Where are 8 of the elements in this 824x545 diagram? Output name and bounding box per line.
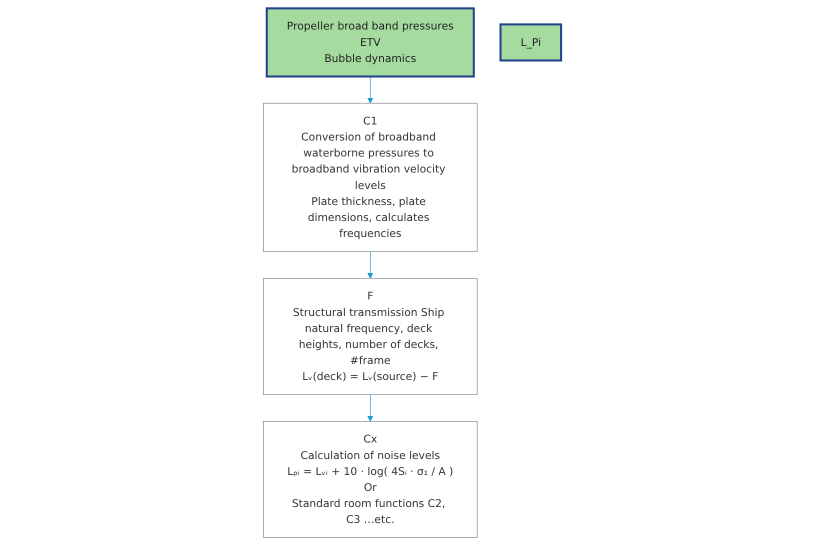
node-box: L_Pi [499,22,562,61]
arrow [367,76,373,104]
node-box: F Structural transmission Ship natural frequency, deck heights, number of decks, #frame Lᵥ(deck) = Lᵥ(source) − F [262,278,478,394]
node-box: Cx Calculation of noise levels Lₚᵢ = Lᵥᵢ + 10 · log( 4Sᵢ · σ₁ / A ) Or Standard room functions C2, C3 …etc. [262,420,478,538]
node-box: C1 Conversion of broadband waterborne pressures to broadband vibration velocity levels Plate thickness, plate dimensions, calculates frequencies [262,102,478,252]
arrow [367,394,373,422]
arrow [367,250,373,278]
node-box: Propeller broad band pressures ETV Bubble dynamics [266,6,475,78]
